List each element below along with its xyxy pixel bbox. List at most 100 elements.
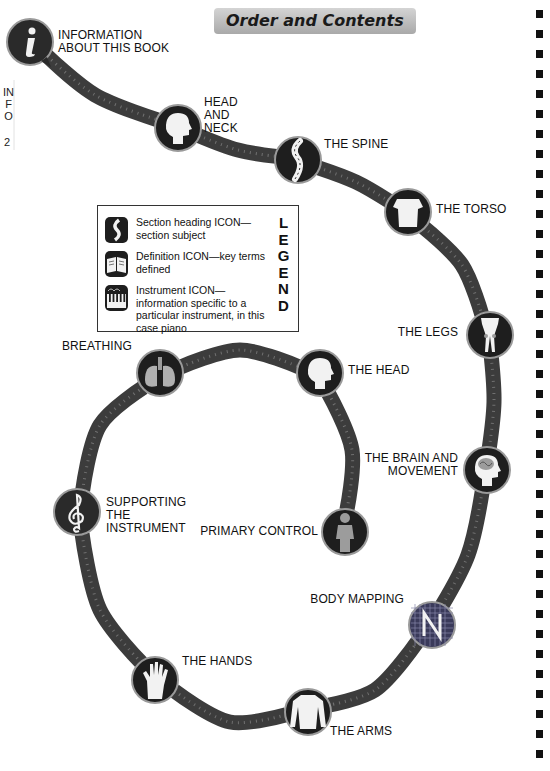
band-texture (329, 642, 418, 706)
page-number: 2 (4, 136, 10, 148)
spiral-band (174, 691, 286, 723)
section-label: INFORMATION ABOUT THIS BOOK (58, 29, 176, 55)
section-label: BREATHING (62, 340, 132, 353)
icon-circle (135, 348, 185, 398)
binding-hole (536, 610, 543, 618)
band-texture (199, 136, 277, 157)
binding-hole (536, 350, 543, 358)
icon-circle (407, 600, 457, 650)
binding-hole (536, 190, 543, 198)
section-icon (285, 689, 331, 735)
section-label: THE ARMS (330, 725, 392, 738)
section-label: HEAD AND NECK (204, 96, 266, 135)
binding-hole (536, 70, 543, 78)
binding-hole (536, 390, 543, 398)
section-icon (132, 657, 178, 703)
section-label: THE HANDS (182, 655, 252, 668)
binding-hole (536, 670, 543, 678)
binding-hole (536, 370, 543, 378)
binding-hole (536, 730, 543, 738)
spiral-band (442, 491, 482, 605)
binding-hole (536, 290, 543, 298)
icon-circle (52, 487, 102, 537)
binding-hole (536, 470, 543, 478)
legend-entry: Instrument ICON—information specific to … (104, 284, 269, 334)
spiral-band (424, 227, 482, 314)
binding-hole (536, 410, 543, 418)
section-label: THE TORSO (436, 203, 506, 216)
binding-hole (536, 690, 543, 698)
binding-hole (536, 590, 543, 598)
section-node: BODY MAPPING (407, 600, 457, 650)
binding-hole (536, 650, 543, 658)
legend-text: Definition ICON—key terms defined (136, 250, 269, 275)
spiral-band (181, 350, 299, 367)
icon-circle (130, 655, 180, 705)
margin-tab: INFO (3, 86, 14, 122)
page-title: Order and Contents (214, 8, 416, 34)
section-node: BREATHING (135, 348, 185, 398)
section-node: THE TORSO (383, 187, 433, 237)
binding-hole (536, 330, 543, 338)
icon-circle (462, 445, 512, 495)
spiral-band (82, 533, 141, 662)
section-label: THE HEAD (348, 364, 409, 377)
section-icon (467, 312, 513, 358)
band-texture (47, 56, 158, 120)
section-node: THE LEGS (465, 310, 515, 360)
band-texture (489, 357, 494, 448)
binding-hole (536, 270, 543, 278)
binding-hole (536, 630, 543, 638)
legend-text: Instrument ICON—information specific to … (136, 284, 269, 334)
section-icon (297, 350, 343, 396)
icon-circle (5, 17, 55, 67)
icon-circle (383, 187, 433, 237)
section-node: THE SPINE (273, 135, 323, 185)
icon-circle (320, 507, 370, 557)
binding-hole (536, 490, 543, 498)
section-icon (54, 489, 100, 535)
band-texture (424, 227, 482, 314)
binding-hole (536, 450, 543, 458)
section-node: PRIMARY CONTROL (320, 507, 370, 557)
spiral-band (489, 357, 494, 448)
section-label: PRIMARY CONTROL (200, 525, 318, 538)
binding-hole (536, 130, 543, 138)
section-icon (409, 602, 455, 648)
binding-hole (536, 570, 543, 578)
binding-hole (536, 50, 543, 58)
spiral-band (319, 168, 389, 201)
binding-hole (536, 90, 543, 98)
binding-hole (536, 110, 543, 118)
section-icon (7, 19, 53, 67)
legend-box: Section heading ICON—section subjectDefi… (97, 205, 299, 332)
icon-circle (295, 348, 345, 398)
icon-circle (283, 687, 333, 737)
band-texture (82, 533, 141, 662)
section-node: THE HANDS (130, 655, 180, 705)
binding-hole (536, 230, 543, 238)
section-label: SUPPORTING THE INSTRUMENT (106, 496, 206, 535)
section-node: HEAD AND NECK (153, 103, 203, 153)
binding-hole (536, 10, 543, 18)
spiral-band (199, 136, 277, 157)
binding-hole (536, 510, 543, 518)
section-label: THE LEGS (398, 326, 458, 339)
binding-hole (536, 210, 543, 218)
legend-entry: Section heading ICON—section subject (104, 216, 269, 241)
icon-circle (273, 135, 323, 185)
binding-hole (536, 430, 543, 438)
band-texture (328, 393, 352, 510)
legend-icon (104, 250, 130, 278)
section-node: INFORMATION ABOUT THIS BOOK (5, 17, 55, 67)
spiral-band (328, 393, 352, 510)
section-label: THE BRAIN AND MOVEMENT (358, 452, 458, 478)
section-icon (322, 509, 368, 555)
section-node: THE HEAD (295, 348, 345, 398)
section-node: THE BRAIN AND MOVEMENT (462, 445, 512, 495)
binding-hole (536, 750, 543, 758)
legend-icon (104, 284, 130, 312)
section-icon (385, 189, 431, 235)
